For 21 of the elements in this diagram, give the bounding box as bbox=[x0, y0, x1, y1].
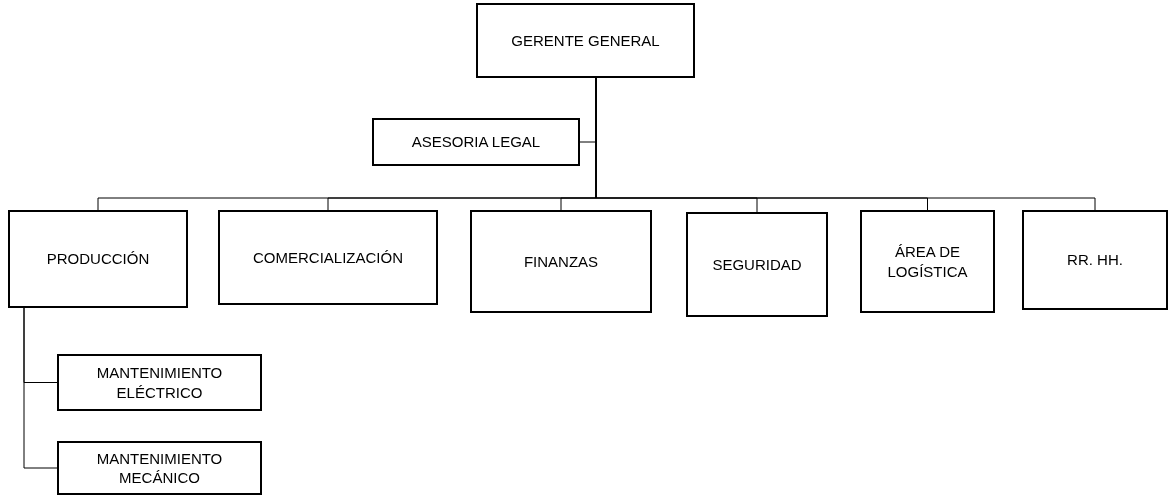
connector-line bbox=[23, 307, 58, 469]
org-box bbox=[686, 212, 828, 317]
org-box bbox=[860, 210, 995, 313]
box-label: SEGURIDAD bbox=[712, 254, 802, 275]
box-label: PRODUCCIÓN bbox=[46, 249, 150, 269]
org-box bbox=[470, 210, 652, 313]
box-label: COMERCIALIZACIÓN bbox=[253, 247, 403, 268]
box-label: MANTENIMIENTO ELÉCTRICO bbox=[95, 363, 224, 402]
org-box bbox=[57, 441, 262, 495]
org-box bbox=[1022, 210, 1168, 310]
box-label: FINANZAS bbox=[523, 251, 599, 272]
box-label: MANTENIMIENTO MECÁNICO bbox=[95, 448, 224, 488]
box-label: ASESORIA LEGAL bbox=[411, 132, 541, 152]
org-box bbox=[218, 210, 438, 305]
org-box bbox=[8, 210, 188, 308]
org-box bbox=[476, 3, 695, 78]
box-label: RR. HH. bbox=[1067, 250, 1123, 270]
org-box bbox=[57, 354, 262, 411]
box-label: GERENTE GENERAL bbox=[511, 30, 660, 51]
org-box bbox=[372, 118, 580, 166]
box-label: ÁREA DE LOGÍSTICA bbox=[886, 242, 969, 281]
